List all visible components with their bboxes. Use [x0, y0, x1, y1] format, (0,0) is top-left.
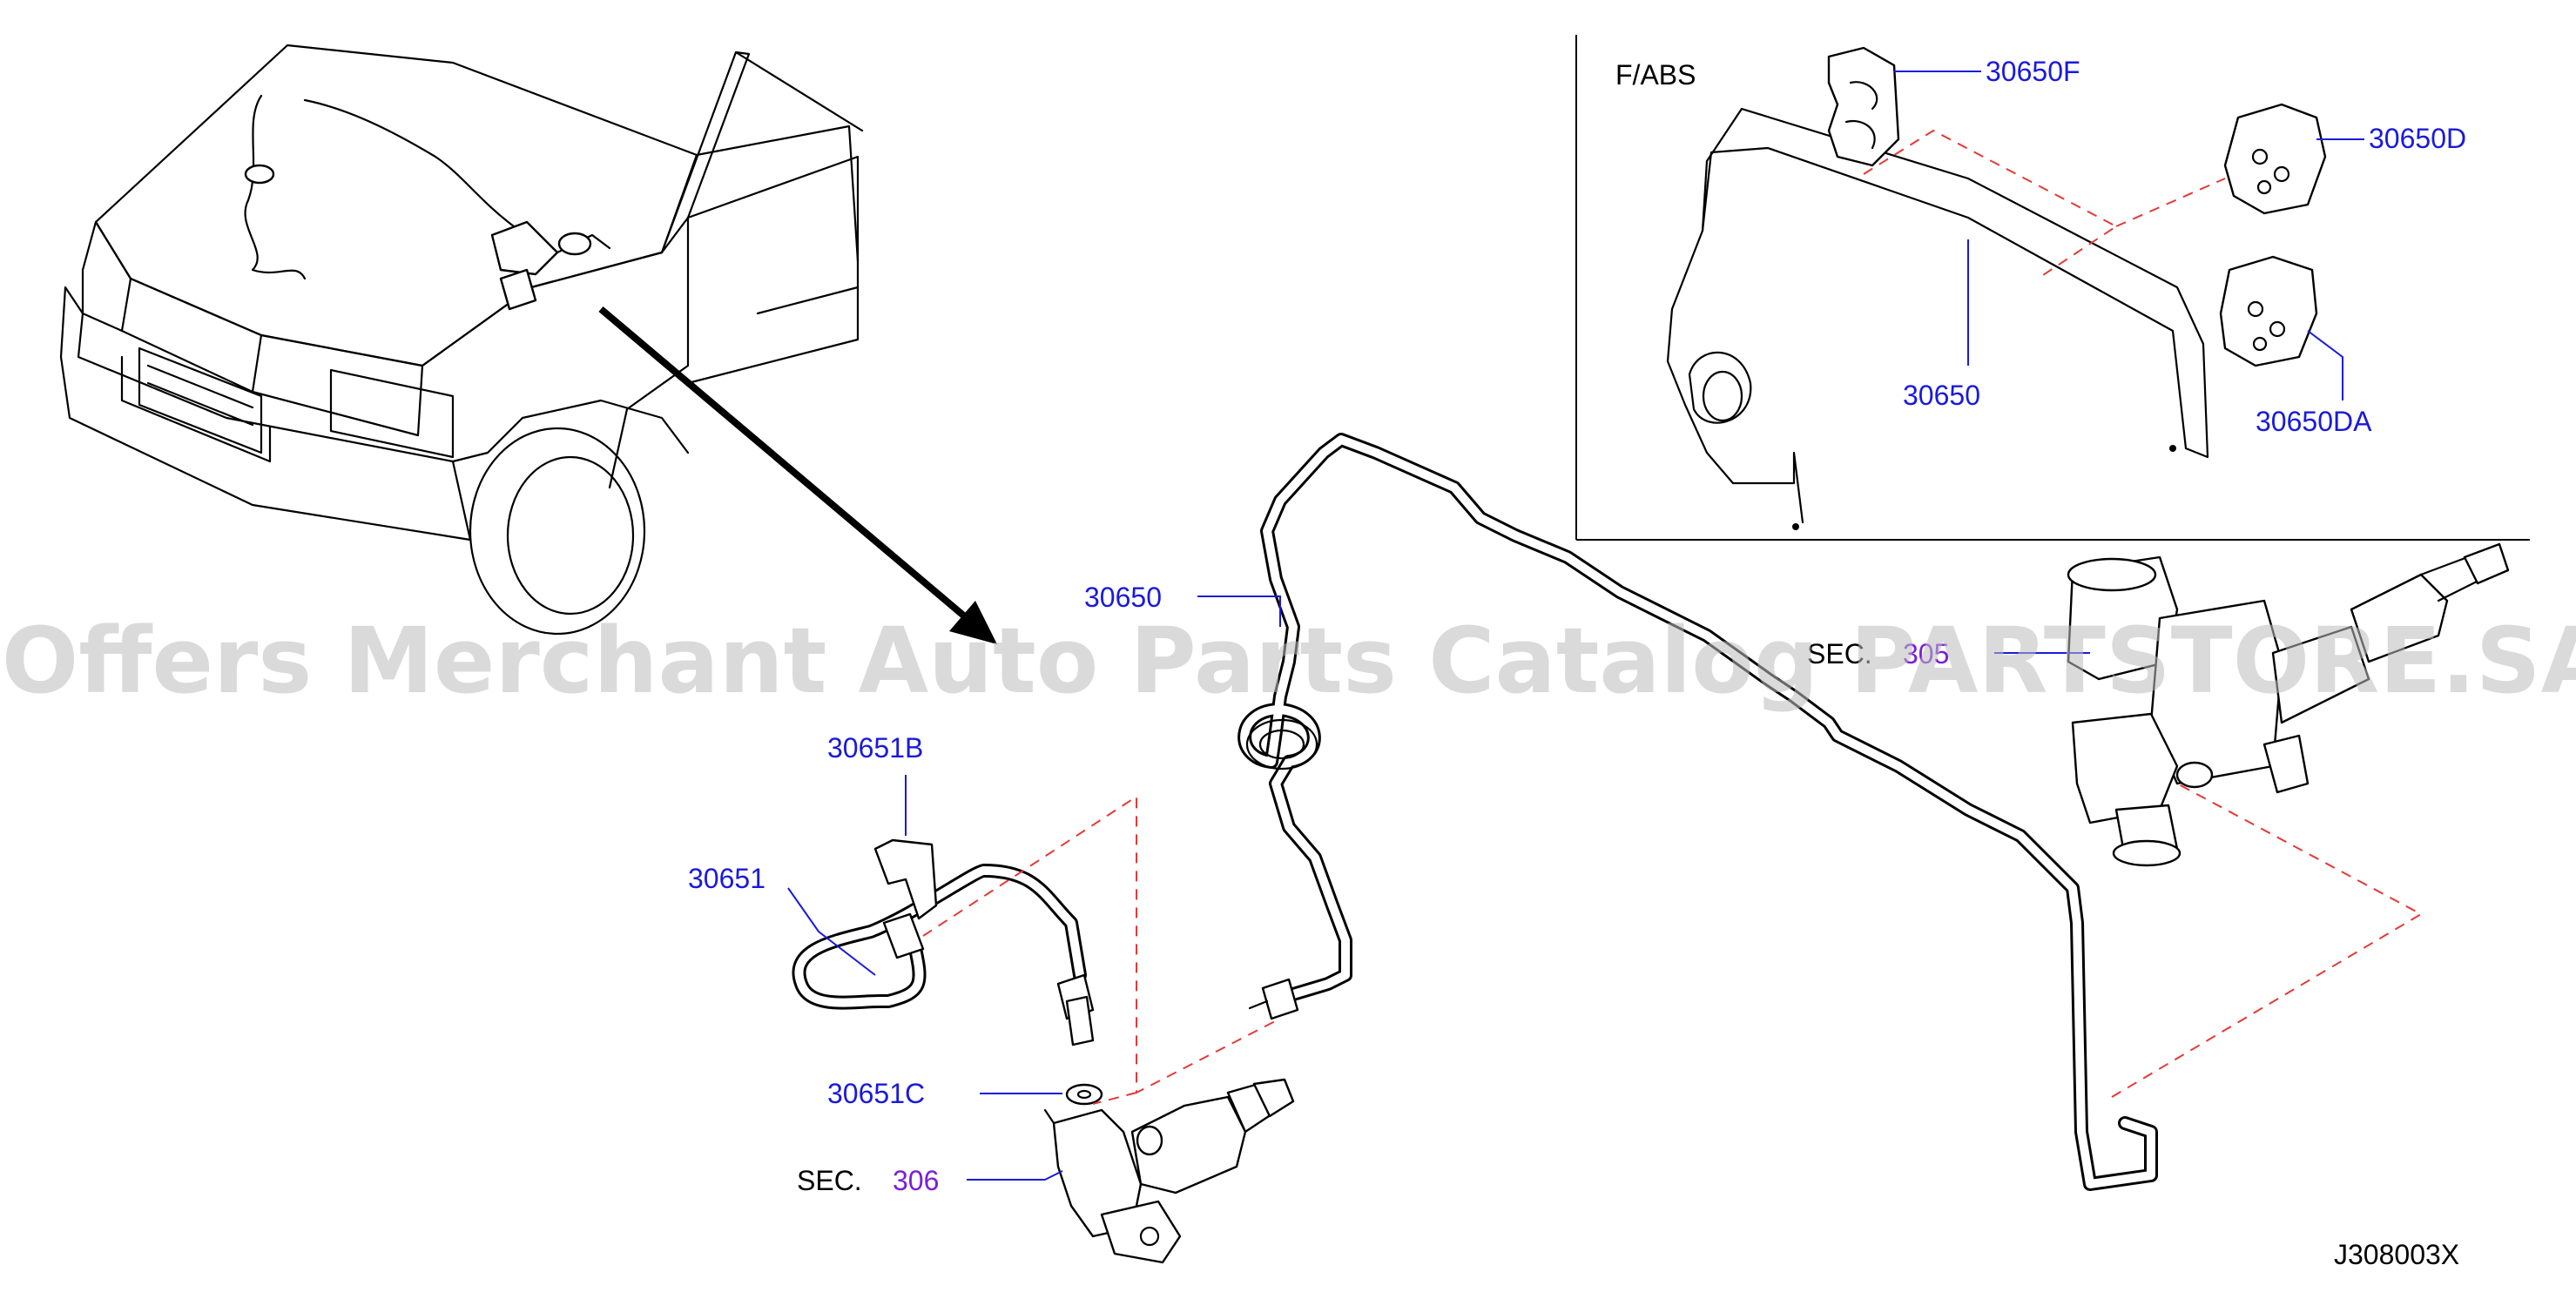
label-sec-306[interactable]: 306: [893, 1165, 939, 1196]
clutch-slave-cylinder: [1043, 1078, 1295, 1264]
inset-frame: [1575, 35, 2530, 541]
clip-30650DA: [2219, 255, 2318, 367]
label-30650DA[interactable]: 30650DA: [2256, 406, 2372, 437]
label-sec-305[interactable]: 305: [1903, 638, 1949, 670]
label-30650F[interactable]: 30650F: [1986, 56, 2080, 87]
label-sec-prefix-306: SEC.: [797, 1165, 862, 1196]
clip-30651B: [873, 838, 938, 920]
label-30651[interactable]: 30651: [688, 863, 765, 894]
label-sec-prefix-305: SEC.: [1807, 638, 1872, 670]
clutch-master-cylinder: [2067, 542, 2510, 867]
clutch-tube-30650: [1237, 433, 2158, 1191]
label-inset-30650[interactable]: 30650: [1903, 380, 1980, 411]
clip-30650D: [2223, 103, 2327, 215]
detail-arrow: [598, 306, 997, 644]
washer-30651C: [1065, 1083, 1103, 1106]
phantom-line-slave: [922, 795, 1281, 1105]
clutch-hose-30651: [792, 864, 1095, 1046]
watermark-text: Offers Merchant Auto Parts Catalog PARTS…: [2, 608, 2576, 714]
inset-phantom-line: [1863, 129, 2226, 279]
label-30650[interactable]: 30650: [1084, 582, 1162, 613]
label-30651C[interactable]: 30651C: [827, 1078, 925, 1109]
diagram-code: J308003X: [2334, 1239, 2459, 1270]
label-30650D[interactable]: 30650D: [2369, 123, 2466, 154]
inset-title: F/ABS: [1615, 59, 1696, 91]
label-30651B[interactable]: 30651B: [827, 732, 923, 764]
vehicle-front-illustration: [59, 44, 864, 636]
clip-30650F: [1827, 46, 1900, 167]
phantom-line-master: [2111, 783, 2424, 1098]
inset-bracket: [1666, 107, 2209, 530]
